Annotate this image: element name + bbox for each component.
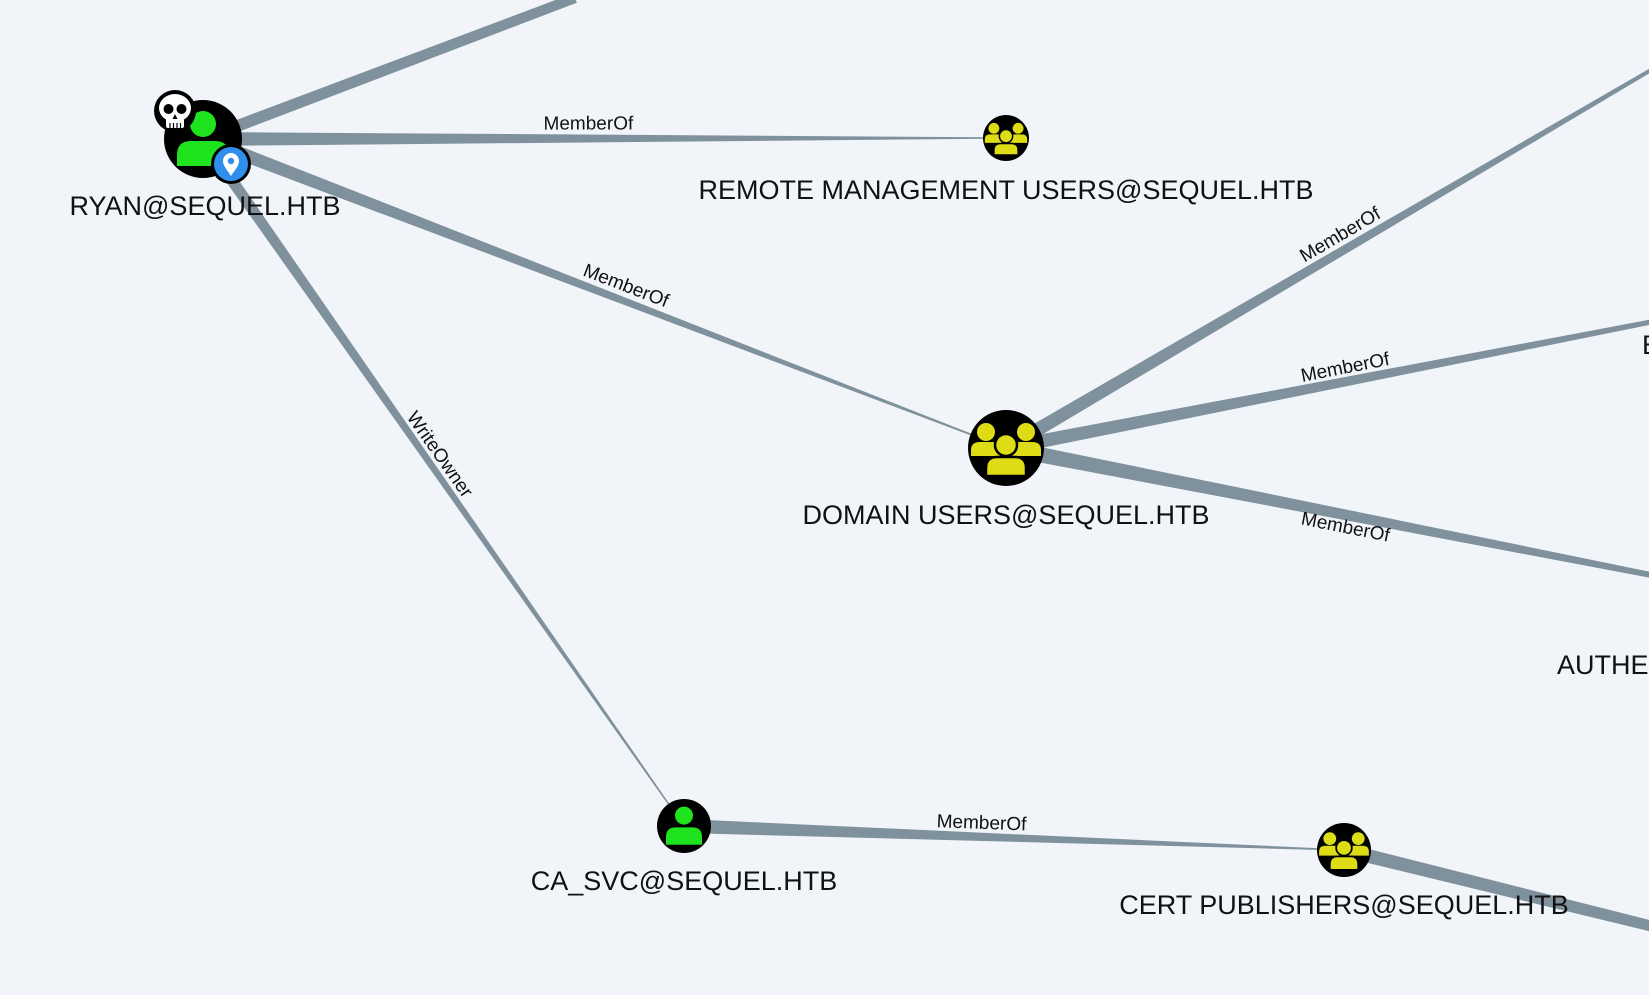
edge-label-layer: MemberOfMemberOfWriteOwnerMemberOfMember… — [402, 113, 1392, 835]
edge-cp-offscreen[interactable] — [1342, 843, 1649, 932]
user-icon — [666, 806, 702, 845]
group-icon — [1319, 832, 1369, 871]
edge-ryan-du[interactable] — [200, 132, 1007, 449]
edge-du-right[interactable] — [1004, 319, 1649, 455]
node-label-layer: RYAN@SEQUEL.HTB REMOTE MANAGEMENT USERS@S… — [70, 175, 1649, 920]
edge-du-authe[interactable] — [1004, 440, 1649, 578]
edge-layer — [198, 0, 1649, 932]
map-pin-icon — [211, 144, 251, 184]
edge-label-casvc-cp: MemberOf — [936, 811, 1027, 835]
edge-casvc-cp[interactable] — [683, 819, 1344, 851]
node-rmu[interactable] — [983, 115, 1029, 161]
edge-du-topright[interactable] — [1002, 68, 1649, 454]
skull-icon — [154, 90, 196, 132]
node-label-casvc: CA_SVC@SEQUEL.HTB — [531, 866, 838, 896]
edge-ryan-rmu[interactable] — [203, 132, 1006, 146]
node-label-ryan: RYAN@SEQUEL.HTB — [70, 191, 341, 221]
edge-label-ryan-casvc: WriteOwner — [402, 408, 477, 502]
group-icon — [971, 423, 1041, 478]
node-label-rmu: REMOTE MANAGEMENT USERS@SEQUEL.HTB — [698, 175, 1313, 205]
edge-ryan-casvc[interactable] — [198, 135, 685, 827]
node-label-edge_b: B — [1642, 330, 1649, 360]
node-label-du: DOMAIN USERS@SEQUEL.HTB — [803, 500, 1210, 530]
edge-label-group: MemberOf — [543, 113, 633, 134]
node-casvc[interactable] — [657, 799, 711, 853]
node-label-cp: CERT PUBLISHERS@SEQUEL.HTB — [1119, 890, 1569, 920]
edge-ryan-offscreen[interactable] — [200, 0, 577, 145]
node-du[interactable] — [968, 410, 1044, 486]
node-cp[interactable] — [1317, 823, 1371, 877]
edge-label-group: MemberOf — [936, 811, 1027, 835]
edge-label-group: WriteOwner — [402, 408, 477, 502]
node-layer — [154, 90, 1371, 877]
edge-label-ryan-rmu: MemberOf — [543, 113, 633, 134]
node-ryan[interactable] — [154, 90, 251, 184]
group-icon — [984, 122, 1028, 156]
node-label-edge_auth: AUTHE — [1557, 650, 1649, 680]
